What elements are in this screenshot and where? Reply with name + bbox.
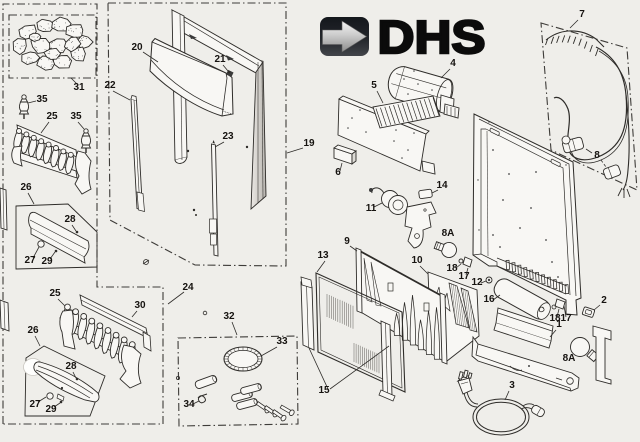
svg-text:17: 17	[458, 271, 470, 282]
svg-text:7: 7	[579, 9, 585, 20]
svg-text:35: 35	[70, 111, 82, 122]
svg-text:26: 26	[20, 182, 32, 193]
svg-text:8A: 8A	[442, 228, 455, 239]
svg-text:25: 25	[49, 288, 61, 299]
svg-text:6: 6	[335, 167, 341, 178]
svg-text:11: 11	[366, 203, 377, 214]
svg-text:17: 17	[560, 313, 572, 324]
svg-text:29: 29	[45, 404, 57, 415]
svg-text:29: 29	[41, 256, 53, 267]
svg-text:DHS: DHS	[378, 11, 486, 63]
svg-text:18: 18	[549, 313, 561, 324]
svg-text:16: 16	[483, 294, 495, 305]
svg-text:28: 28	[64, 214, 76, 225]
svg-text:26: 26	[27, 325, 39, 336]
svg-text:14: 14	[436, 180, 448, 191]
svg-text:12: 12	[471, 277, 483, 288]
svg-text:27: 27	[29, 399, 41, 410]
svg-text:22: 22	[104, 80, 116, 91]
svg-text:4: 4	[450, 58, 456, 69]
svg-text:32: 32	[223, 311, 235, 322]
svg-text:30: 30	[134, 300, 146, 311]
svg-text:15: 15	[318, 385, 330, 396]
svg-text:18: 18	[446, 263, 458, 274]
svg-text:8: 8	[594, 150, 600, 161]
svg-text:5: 5	[371, 80, 377, 91]
svg-text:35: 35	[36, 94, 48, 105]
svg-text:1: 1	[556, 319, 562, 330]
svg-text:19: 19	[303, 138, 315, 149]
svg-text:31: 31	[73, 82, 85, 93]
svg-text:28: 28	[65, 361, 77, 372]
svg-text:2: 2	[601, 295, 607, 306]
svg-text:8A: 8A	[563, 353, 576, 364]
svg-text:13: 13	[317, 250, 329, 261]
svg-text:34: 34	[183, 399, 195, 410]
svg-text:23: 23	[222, 131, 234, 142]
svg-text:3: 3	[509, 380, 515, 391]
svg-text:20: 20	[131, 42, 143, 53]
svg-text:24: 24	[182, 282, 194, 293]
svg-text:33: 33	[276, 336, 288, 347]
svg-text:21: 21	[214, 54, 226, 65]
svg-text:10: 10	[411, 255, 423, 266]
svg-text:25: 25	[46, 111, 58, 122]
svg-text:9: 9	[344, 236, 350, 247]
svg-text:27: 27	[24, 255, 36, 266]
